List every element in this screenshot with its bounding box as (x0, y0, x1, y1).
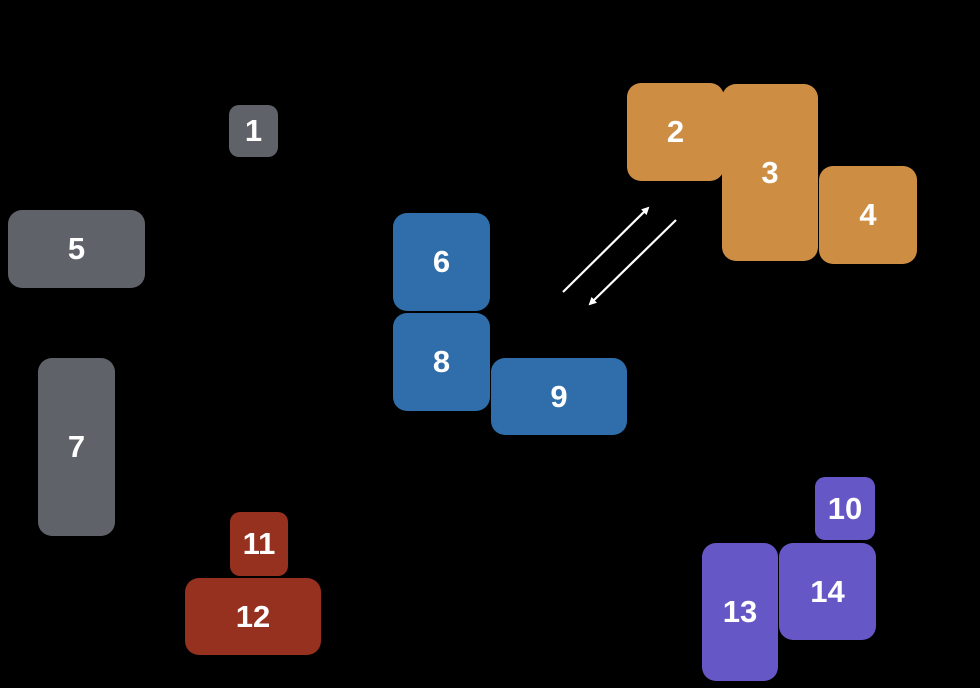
block-10: 10 (815, 477, 875, 540)
block-label: 12 (235, 598, 271, 634)
block-label: 11 (242, 526, 276, 561)
block-label: 14 (810, 573, 845, 609)
block-9: 9 (491, 358, 627, 435)
block-label: 6 (432, 244, 451, 279)
block-label: 1 (244, 113, 263, 148)
block-12: 12 (185, 578, 321, 655)
arrow-down-left-icon (588, 219, 677, 306)
block-5: 5 (8, 210, 145, 288)
block-label: 4 (859, 197, 877, 232)
block-label: 5 (67, 231, 86, 266)
block-3: 3 (722, 84, 818, 261)
block-13: 13 (702, 543, 778, 681)
block-label: 10 (827, 490, 863, 526)
block-label: 9 (550, 378, 568, 414)
block-11: 11 (230, 512, 288, 576)
block-7: 7 (38, 358, 115, 536)
arrow-up-right-icon (562, 206, 650, 293)
block-label: 8 (432, 344, 451, 379)
block-4: 4 (819, 166, 917, 264)
block-label: 7 (67, 429, 86, 464)
block-label: 2 (666, 114, 685, 149)
block-8: 8 (393, 313, 490, 411)
block-1: 1 (229, 105, 278, 157)
block-label: 13 (722, 594, 758, 629)
block-14: 14 (779, 543, 876, 640)
block-label: 3 (761, 154, 779, 190)
block-2: 2 (627, 83, 724, 181)
block-6: 6 (393, 213, 490, 311)
